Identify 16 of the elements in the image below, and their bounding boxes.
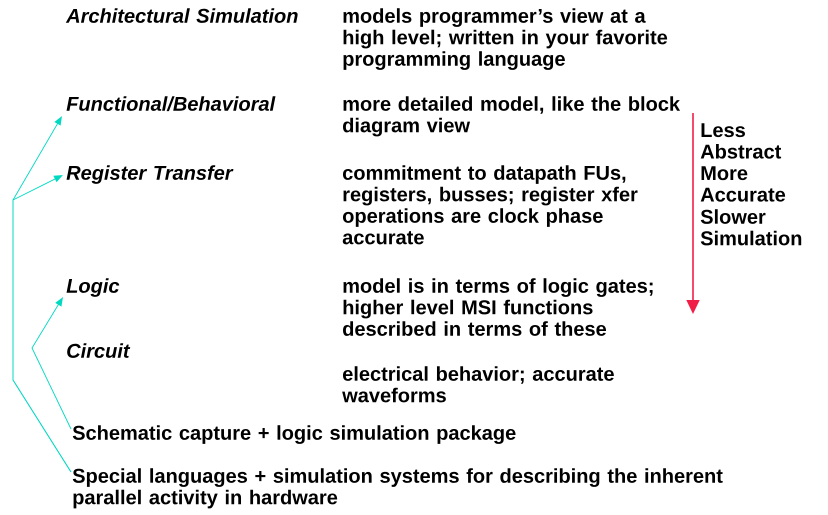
side-label: More Accurate [700, 166, 786, 202]
description-text: models programmer’s view at a high level; written in your favorite programming language [344, 8, 668, 70]
description-text: electrical behavior; accurate waveforms [342, 366, 614, 402]
side-label: Slower Simulation [700, 209, 802, 246]
level-name: Logic [66, 278, 120, 297]
note-text: Special languages + simulation systems for describing the inherent parallel activity in hardware [72, 468, 723, 508]
level-name: Functional/Behavioral [66, 96, 276, 112]
description-text: model is in terms of logic gates; higher level MSI functions described in terms of these [343, 278, 653, 336]
level-name: Circuit [67, 343, 130, 358]
side-label: Less Abstract [700, 123, 782, 159]
level-name: Architectural Simulation [66, 8, 298, 23]
description-text: commitment to datapath FUs, registers, busses; register xfer operations are clock phase accurate [342, 165, 638, 244]
arrow [12, 175, 72, 472]
note-text: Schematic capture + logic simulation package [72, 425, 516, 444]
description-text: more detailed model, like the block diagram view [343, 96, 680, 136]
level-name: Register Transfer [66, 165, 234, 184]
